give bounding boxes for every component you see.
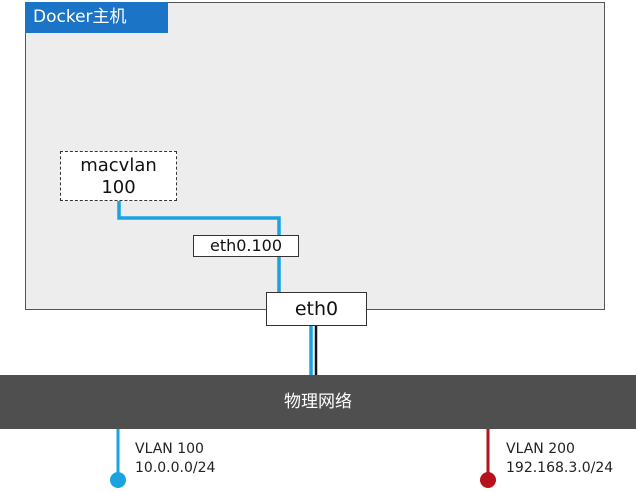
vlan-100-name: VLAN 100	[135, 441, 204, 457]
vlan-100-endpoint	[110, 472, 126, 488]
wire-macvlan-to-subinterface	[117, 201, 281, 235]
subinterface-box: eth0.100	[193, 235, 299, 257]
vlan-200-endpoint	[480, 472, 496, 488]
vlan-100-label: VLAN 100 10.0.0.0/24	[135, 440, 215, 478]
vlan-200-label: VLAN 200 192.168.3.0/24	[506, 440, 613, 478]
physical-network-bar: 物理网络	[0, 375, 636, 429]
vlan-200-name: VLAN 200	[506, 441, 575, 457]
vlan-200-subnet: 192.168.3.0/24	[506, 460, 614, 476]
macvlan-vlan-id: 100	[101, 177, 136, 198]
macvlan-interface-box: macvlan 100	[60, 151, 177, 201]
eth0-box: eth0	[266, 292, 367, 326]
docker-host-label: Docker主机	[25, 2, 168, 33]
macvlan-label: macvlan	[80, 155, 157, 176]
vlan-100-subnet: 10.0.0.0/24	[135, 460, 216, 476]
